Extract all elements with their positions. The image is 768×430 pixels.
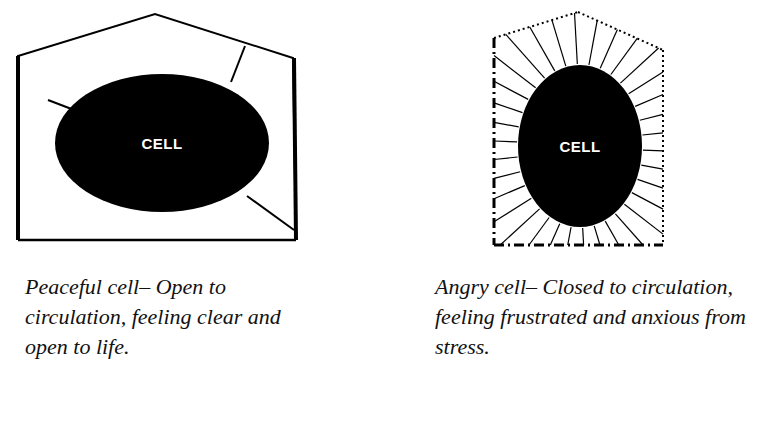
cell-label: CELL (517, 64, 643, 228)
stress-ray (529, 217, 549, 245)
stress-ray (494, 172, 520, 179)
stress-ray (629, 72, 663, 94)
stress-ray (615, 214, 643, 245)
peaceful-house (18, 14, 296, 240)
stress-ray (594, 226, 600, 245)
cell-body (55, 74, 269, 212)
stress-ray (494, 186, 525, 199)
stress-ray (640, 114, 663, 120)
stress-ray (611, 38, 637, 74)
stress-ray (494, 81, 528, 99)
stress-ray (494, 103, 522, 113)
stress-ray (494, 122, 519, 127)
cell-label: CELL (54, 73, 270, 213)
caption-text: Angry cell– Closed to circulation, feeli… (435, 272, 765, 362)
stress-ray (641, 165, 663, 169)
stress-ray (582, 228, 584, 245)
stress-ray (605, 221, 619, 245)
stress-ray (568, 227, 571, 245)
stress-ray (589, 21, 597, 65)
stress-ray (643, 149, 663, 151)
cell-ellipse: CELL (54, 73, 270, 213)
stress-ray (506, 34, 545, 78)
stress-ray (494, 157, 518, 159)
stress-ray (632, 193, 663, 210)
stress-ray (575, 13, 578, 64)
stress-ray (638, 179, 663, 188)
stress-ray (552, 20, 566, 66)
stress-ray (494, 140, 517, 142)
cell-body (518, 65, 642, 227)
cell-ellipse: CELL (517, 64, 643, 228)
stress-ray (530, 27, 555, 71)
caption-text: Peaceful cell– Open to circulation, feel… (25, 272, 310, 362)
stress-ray (635, 95, 663, 107)
stress-ray (494, 198, 531, 222)
stress-ray (642, 133, 663, 135)
angry-house (494, 12, 663, 245)
stress-ray (550, 224, 559, 245)
stress-ray (600, 30, 617, 69)
